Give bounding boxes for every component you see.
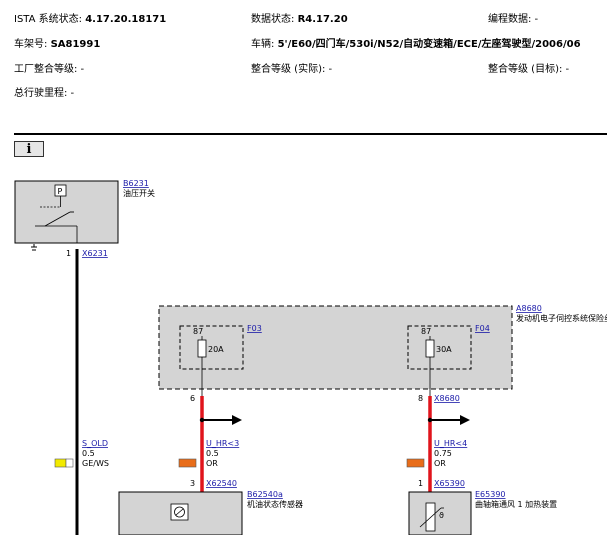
fuse-icon [197,339,207,358]
actual-level: 整合等级 (实际): - [251,64,333,75]
wire-mid-color: OR [206,459,218,468]
arrow-right-icon[interactable] [232,415,242,425]
wire-right-gauge: 0.75 [434,449,452,458]
wire-right-color: OR [434,459,446,468]
vin-label: 车架号: [14,39,48,50]
factory-level: 工厂整合等级: - [14,64,85,75]
b6231-box [14,180,119,244]
wire-left-color: GE/WS [82,459,109,468]
swatch-yellow [54,458,67,468]
svg-text:P: P [58,187,63,196]
pressure-switch-icon: P [35,184,78,243]
a8680-link[interactable]: A8680 [516,304,542,313]
e65390-box [408,491,472,535]
ground-icon [31,244,37,251]
f03-pin: 6 [190,394,195,403]
wire-mid-gauge: 0.5 [206,449,219,458]
svg-text:ϑ: ϑ [439,511,444,520]
f03-top-pin: 87 [193,327,203,336]
ista-status-value: 4.17.20.18171 [85,14,167,25]
x65390-link[interactable]: X65390 [434,479,465,488]
wire-left-signal[interactable]: S_OLD [82,439,108,448]
f04-top-pin: 87 [421,327,431,336]
vehicle: 车辆: 5'/E60/四门车/530i/N52/自动变速箱/ECE/左座驾驶型/… [251,39,581,51]
e65390-pin: 1 [418,479,423,488]
vin-value: SA81991 [50,39,101,50]
a8680-box [158,305,513,390]
f03-link[interactable]: F03 [247,324,262,333]
b6231-name: 油压开关 [123,188,155,198]
e65390-link[interactable]: E65390 [475,490,506,499]
ista-status-label: ISTA 系统状态: [14,14,83,25]
swatch-orange [178,458,197,468]
fuse-icon [425,339,435,358]
ista-status: ISTA 系统状态: 4.17.20.18171 [14,14,166,26]
data-status-label: 数据状态: [251,14,295,25]
wire-mid-signal[interactable]: U_HR<3 [206,439,239,448]
b6231-pin: 1 [66,249,71,258]
swatch-orange [406,458,425,468]
f04-box [407,325,472,370]
heater-icon: ϑ [419,502,444,532]
f03-box [179,325,244,370]
target-level: 整合等级 (目标): - [488,64,570,75]
a8680-name: 发动机电子伺控系统保险丝 [516,313,607,323]
data-status-value: R4.17.20 [297,14,348,25]
x62540-link[interactable]: X62540 [206,479,237,488]
mileage: 总行驶里程: - [14,88,75,99]
b62540a-link[interactable]: B62540a [247,490,283,499]
splice-dot [199,417,205,423]
b62540a-pin: 3 [190,479,195,488]
info-icon: i [26,141,32,157]
b62540a-name: 机油状态传感器 [247,499,303,509]
header-divider [14,133,607,135]
splice-dot [427,417,433,423]
vehicle-value: 5'/E60/四门车/530i/N52/自动变速箱/ECE/左座驾驶型/2006… [277,39,581,50]
f04-rating: 30A [436,345,452,354]
x6231-link[interactable]: X6231 [82,249,108,258]
data-status: 数据状态: R4.17.20 [251,14,348,26]
arrow-right-icon[interactable] [460,415,470,425]
wire-right-signal[interactable]: U_HR<4 [434,439,467,448]
sensor-icon [170,503,189,521]
f04-link[interactable]: F04 [475,324,490,333]
wire-left-gauge: 0.5 [82,449,95,458]
vehicle-label: 车辆: [251,39,275,50]
swatch-white [65,458,74,468]
e65390-name: 曲轴箱通风 1 加热装置 [475,499,557,509]
b6231-link[interactable]: B6231 [123,179,149,188]
f04-pin: 8 [418,394,423,403]
programming-data: 编程数据: - [488,14,539,25]
f03-rating: 20A [208,345,224,354]
info-button[interactable]: i [14,141,44,157]
vin: 车架号: SA81991 [14,39,100,51]
x8680-link[interactable]: X8680 [434,394,460,403]
